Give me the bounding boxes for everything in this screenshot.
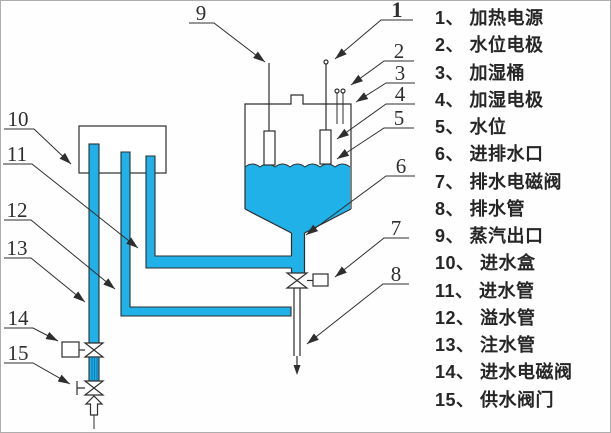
callout-9: 9 [196,1,207,25]
drain-valve-icon [285,272,309,289]
callout-line-5 [336,127,414,160]
heater-terminal-dot [323,59,329,65]
legend-item-4: 4、 加湿电极 [435,89,544,110]
legend-item-12: 12、 溢水管 [435,307,536,328]
legend-item-3: 3、 加湿桶 [435,62,526,83]
legend-item-10: 10、 进水盒 [435,253,536,274]
legend-item-1: 1、 加热电源 [435,8,544,28]
tank-neck [291,233,305,273]
legend-item-15: 15、 供水阀门 [435,389,555,410]
supply-hose-hatch [91,358,98,380]
callout-10: 10 [8,107,29,131]
callout-line-3 [355,82,415,103]
callout-8: 8 [391,262,402,286]
callout-12: 12 [7,198,28,222]
schematic-diagram: 9 1 2 3 4 5 6 7 8 10 11 12 13 14 15 [3,1,415,429]
callout-line-6 [305,175,415,236]
callout-3: 3 [395,61,406,85]
drain-flow-arrow [293,365,301,375]
legend-item-2: 2、 水位电极 [435,35,544,56]
callout-line-8 [306,283,409,345]
callout-line-7 [334,237,409,278]
level-electrode-wires [336,93,344,124]
level-terminal-dot-1 [334,88,340,94]
callout-15: 15 [8,341,29,365]
callout-line-1 [334,19,413,60]
electrode-right [319,129,332,165]
callout-11: 11 [7,142,27,166]
legend-item-5: 5、 水位 [435,117,507,137]
legend-item-9: 9、 蒸汽出口 [435,226,544,246]
callout-line-11 [3,163,139,249]
inlet-solenoid-valve-icon [83,342,105,358]
drain-pipe [293,288,301,367]
water [245,164,350,233]
callout-14: 14 [8,306,30,330]
electrode-left [263,130,276,166]
fill-pipe [88,143,100,344]
callout-line-9 [189,22,266,63]
callout-line-10 [4,128,72,165]
callout-line-2 [350,60,414,86]
legend-item-7: 7、 排水电磁阀 [435,171,563,192]
level-terminal-dot-2 [340,88,346,94]
callout-line-15 [4,362,71,385]
water-surface [244,163,351,168]
inlet-solenoid-box [61,341,80,358]
callout-7: 7 [391,216,402,240]
callout-13: 13 [7,236,28,260]
callout-line-14 [4,327,59,342]
callout-line-4 [336,103,415,140]
legend: 1、 加热电源 2、 水位电极 3、 加湿桶 4、 加湿电极 5、 水位 6、 … [435,5,610,414]
callout-4: 4 [395,82,406,106]
tank-neck-walls [290,233,306,273]
callout-1: 1 [392,1,403,22]
legend-item-13: 13、 注水管 [435,335,536,355]
callout-line-13 [4,257,86,303]
drain-solenoid-box [312,273,329,287]
legend-item-11: 11、 进水管 [435,280,535,301]
supply-valve-icon [83,380,105,396]
callout-2: 2 [394,39,405,63]
supply-valve-stem [76,381,85,395]
flow-direction-arrow [84,395,104,416]
legend-item-8: 8、 排水管 [435,198,526,219]
legend-item-6: 6、 进排水口 [435,144,544,165]
callout-5: 5 [394,106,405,130]
callout-6: 6 [396,154,407,178]
legend-item-14: 14、 进水电磁阀 [435,362,573,383]
callout-line-12 [4,219,116,290]
overflow-pipe [120,151,292,317]
